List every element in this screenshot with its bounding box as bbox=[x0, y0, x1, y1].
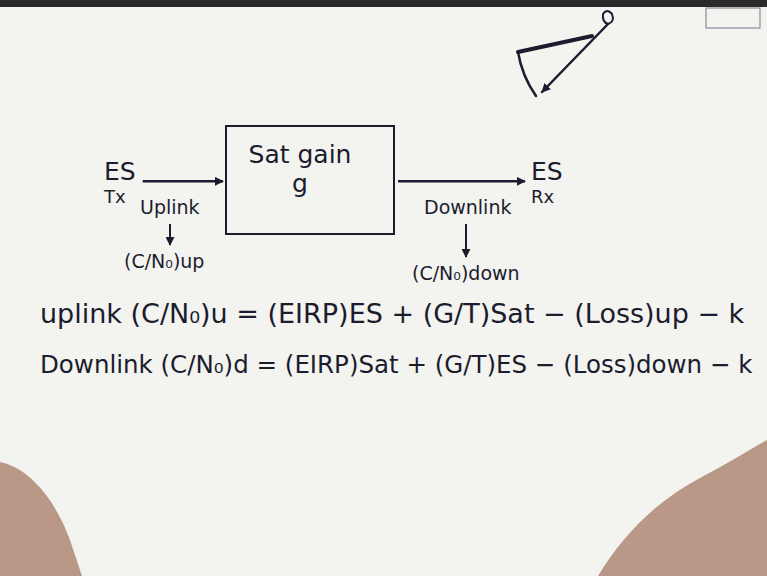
link-label: Uplink bbox=[140, 196, 200, 219]
earth-station: ESTx bbox=[100, 156, 140, 209]
node-text: Rx bbox=[531, 187, 563, 208]
node-text: ES bbox=[104, 158, 136, 187]
logo-mark bbox=[706, 8, 760, 28]
satellite-symbol bbox=[603, 11, 613, 24]
process-box: Sat gain g bbox=[225, 125, 395, 235]
node-text: Tx bbox=[104, 187, 136, 208]
uplink-leader bbox=[169, 224, 171, 245]
node-text: ES bbox=[531, 158, 563, 187]
link-equation: uplink (C/N₀)u = (EIRP)ES + (G/T)Sat − (… bbox=[40, 298, 744, 330]
link-label: (C/N₀)down bbox=[412, 262, 520, 285]
top-band bbox=[0, 0, 767, 7]
hand-left bbox=[0, 462, 82, 576]
hand-right bbox=[598, 440, 767, 576]
satellite-sketch bbox=[518, 11, 613, 96]
beam-line bbox=[542, 24, 608, 92]
link-equation: Downlink (C/N₀)d = (EIRP)Sat + (G/T)ES −… bbox=[40, 350, 752, 379]
earth-station: ESRx bbox=[527, 156, 567, 209]
link-label: Downlink bbox=[424, 196, 511, 219]
node-text: Sat gain g bbox=[245, 141, 355, 199]
dish-side bbox=[518, 52, 536, 96]
link-arrow bbox=[398, 180, 525, 183]
dish-rim bbox=[518, 36, 592, 52]
link-label: (C/N₀)up bbox=[124, 250, 204, 273]
link-arrow bbox=[143, 180, 223, 183]
downlink-leader bbox=[465, 224, 467, 257]
